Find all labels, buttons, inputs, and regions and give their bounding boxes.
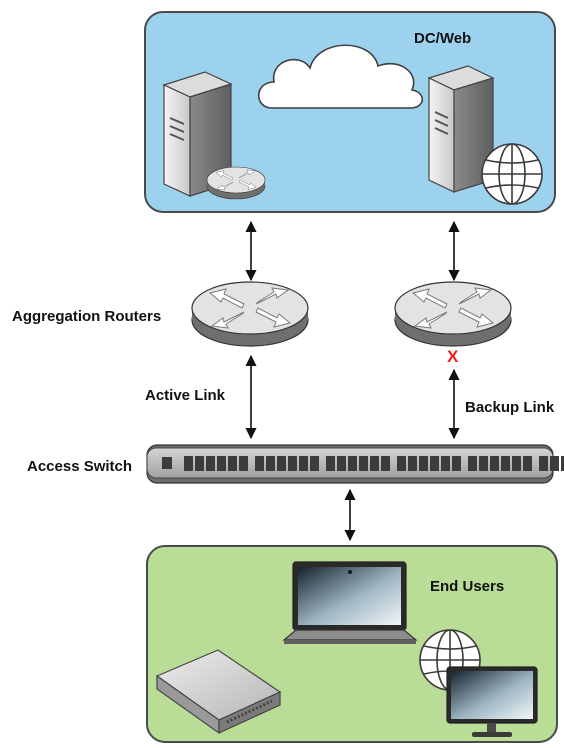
switch-port <box>239 456 248 471</box>
switch-port <box>430 456 439 471</box>
switch-port <box>501 456 510 471</box>
switch-console-port <box>162 457 172 469</box>
access-switch-label: Access Switch <box>27 458 132 475</box>
active-link-label: Active Link <box>145 387 226 404</box>
switch-port <box>550 456 559 471</box>
switch-port <box>255 456 264 471</box>
switch-port <box>337 456 346 471</box>
switch-port-group <box>162 456 564 471</box>
switch-port <box>512 456 521 471</box>
laptop-icon <box>282 561 418 644</box>
router-icon <box>206 166 266 200</box>
aggregation-router-right <box>394 281 512 347</box>
switch-port <box>288 456 297 471</box>
network-appliance-icon <box>155 649 282 735</box>
backup-link-label: Backup Link <box>465 399 555 416</box>
switch-port <box>452 456 461 471</box>
aggregation-routers-label: Aggregation Routers <box>12 308 161 325</box>
switch-port <box>419 456 428 471</box>
switch-port <box>310 456 319 471</box>
switch-port <box>490 456 499 471</box>
server-icon <box>162 71 233 197</box>
switch-port <box>228 456 237 471</box>
switch-port <box>195 456 204 471</box>
switch-port <box>441 456 450 471</box>
aggregation-router-left <box>191 281 309 347</box>
switch-port <box>370 456 379 471</box>
end-users-label: End Users <box>430 578 504 595</box>
switch-port <box>397 456 406 471</box>
globe-icon <box>481 143 543 205</box>
switch-port <box>217 456 226 471</box>
switch-port <box>184 456 193 471</box>
switch-port <box>523 456 532 471</box>
switch-port <box>266 456 275 471</box>
switch-port <box>299 456 308 471</box>
switch-port <box>348 456 357 471</box>
switch-port <box>468 456 477 471</box>
desktop-monitor-icon <box>446 666 538 737</box>
switch-port <box>206 456 215 471</box>
switch-port <box>561 456 564 471</box>
dc-web-label: DC/Web <box>414 30 471 47</box>
access-switch-icon <box>146 444 564 484</box>
switch-port <box>326 456 335 471</box>
switch-port <box>381 456 390 471</box>
cloud-icon <box>257 44 424 109</box>
switch-port <box>408 456 417 471</box>
switch-port <box>539 456 548 471</box>
switch-port <box>479 456 488 471</box>
failed-link-marker: X <box>447 347 459 366</box>
switch-port <box>277 456 286 471</box>
switch-port <box>359 456 368 471</box>
